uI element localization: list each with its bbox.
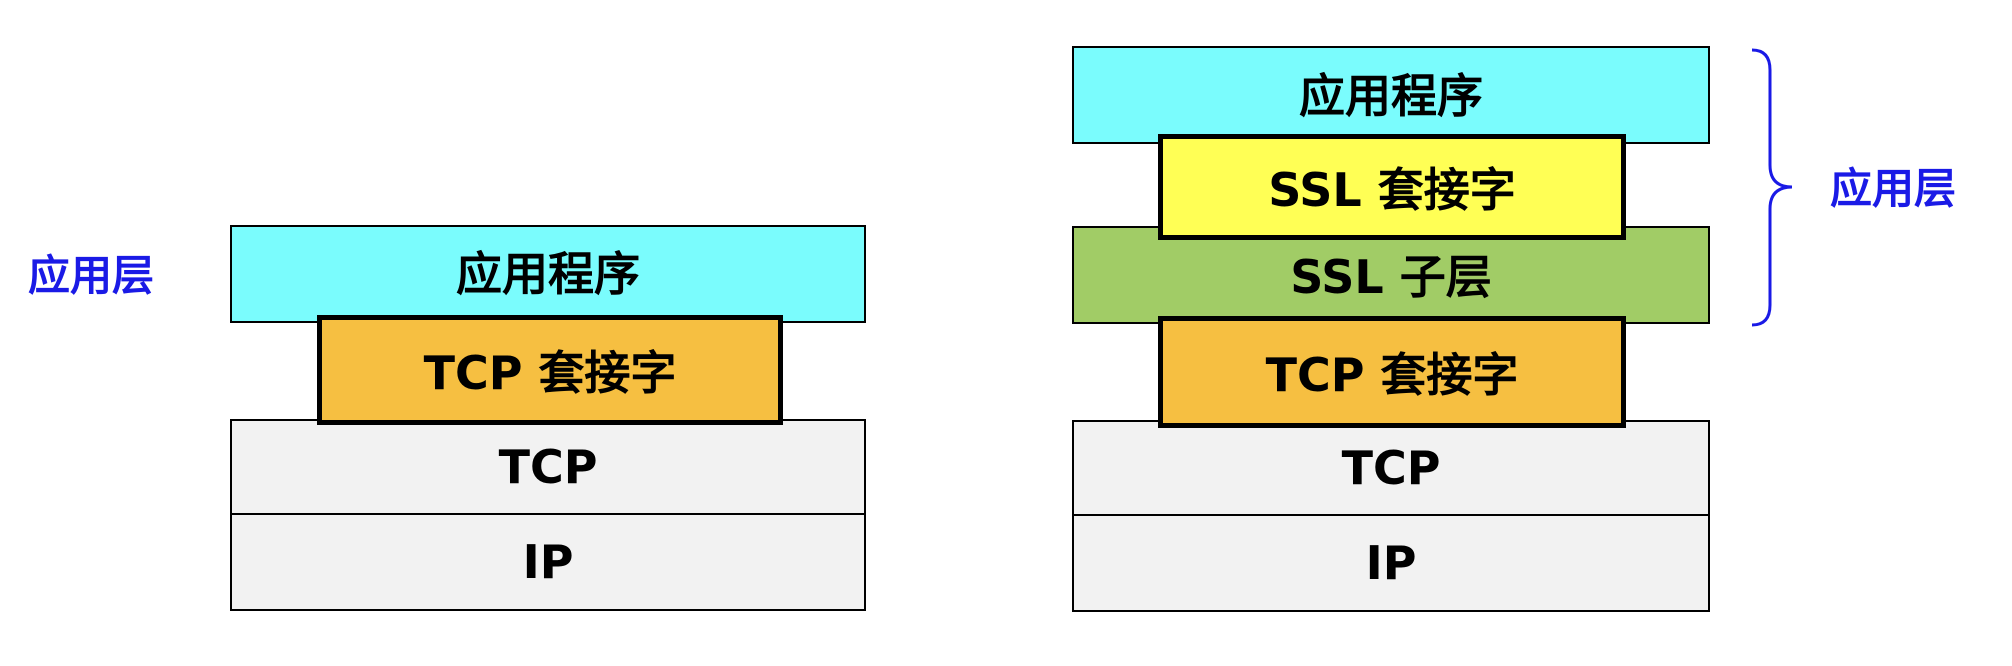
right-application-layer-label: 应用层 (1830, 164, 1957, 213)
left-application-layer-label: 应用层 (28, 251, 155, 300)
left-ip-box: IP (230, 513, 866, 611)
right-curly-brace (1751, 48, 1793, 327)
left-application-box: 应用程序 (230, 225, 866, 323)
left-tcp-box: TCP (230, 419, 866, 515)
right-ip-box: IP (1072, 514, 1710, 612)
right-application-box: 应用程序 (1072, 46, 1710, 144)
right-ssl-socket-box: SSL 套接字 (1158, 134, 1626, 240)
left-tcp-socket-box: TCP 套接字 (317, 315, 783, 425)
right-ssl-sublayer-box: SSL 子层 (1072, 226, 1710, 324)
right-curly-brace-path (1751, 48, 1793, 327)
right-tcp-box: TCP (1072, 420, 1710, 516)
right-tcp-socket-box: TCP 套接字 (1158, 316, 1626, 428)
